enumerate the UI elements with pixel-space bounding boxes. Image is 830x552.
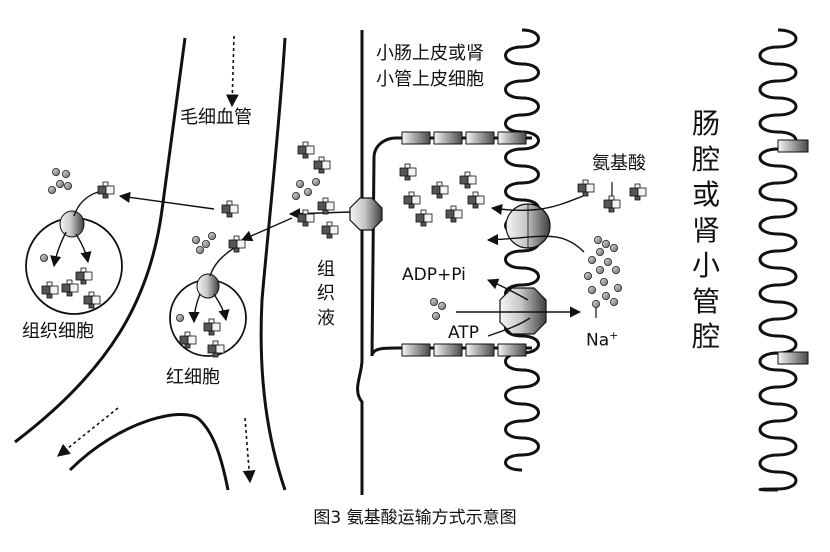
amino-acid-label: 氨基酸	[592, 153, 646, 174]
capillary-label: 毛细血管	[180, 107, 252, 128]
transport-arrows	[50, 182, 613, 337]
sodium-label: Na+	[586, 329, 619, 351]
tight-junctions-bottom	[401, 343, 527, 357]
sodium-pump	[499, 287, 547, 335]
interstitial-fluid-label: 组 织 液	[317, 259, 335, 329]
capillary-vessel	[14, 37, 287, 491]
lumen-wall-junctions	[777, 139, 809, 365]
atp-label: ATP	[448, 323, 479, 343]
figure-caption: 图3 氨基酸运输方式示意图	[313, 508, 517, 528]
red-blood-cell-label: 红细胞	[166, 367, 220, 388]
adp-pi-label: ADP+Pi	[402, 265, 466, 285]
tissue-cell-label: 组织细胞	[22, 321, 94, 342]
epithelial-cell	[356, 28, 798, 495]
lumen-label: 肠 腔 或 肾 小 管 腔	[691, 107, 720, 354]
epithelial-cell-label-line2: 小管上皮细胞	[376, 69, 484, 90]
blood-flow-arrows	[57, 35, 256, 484]
epithelial-cell-label-line1: 小肠上皮或肾	[376, 43, 484, 64]
amino-acid-molecules	[41, 141, 647, 358]
basolateral-carrier	[349, 197, 383, 231]
tissue-cell	[25, 210, 123, 315]
